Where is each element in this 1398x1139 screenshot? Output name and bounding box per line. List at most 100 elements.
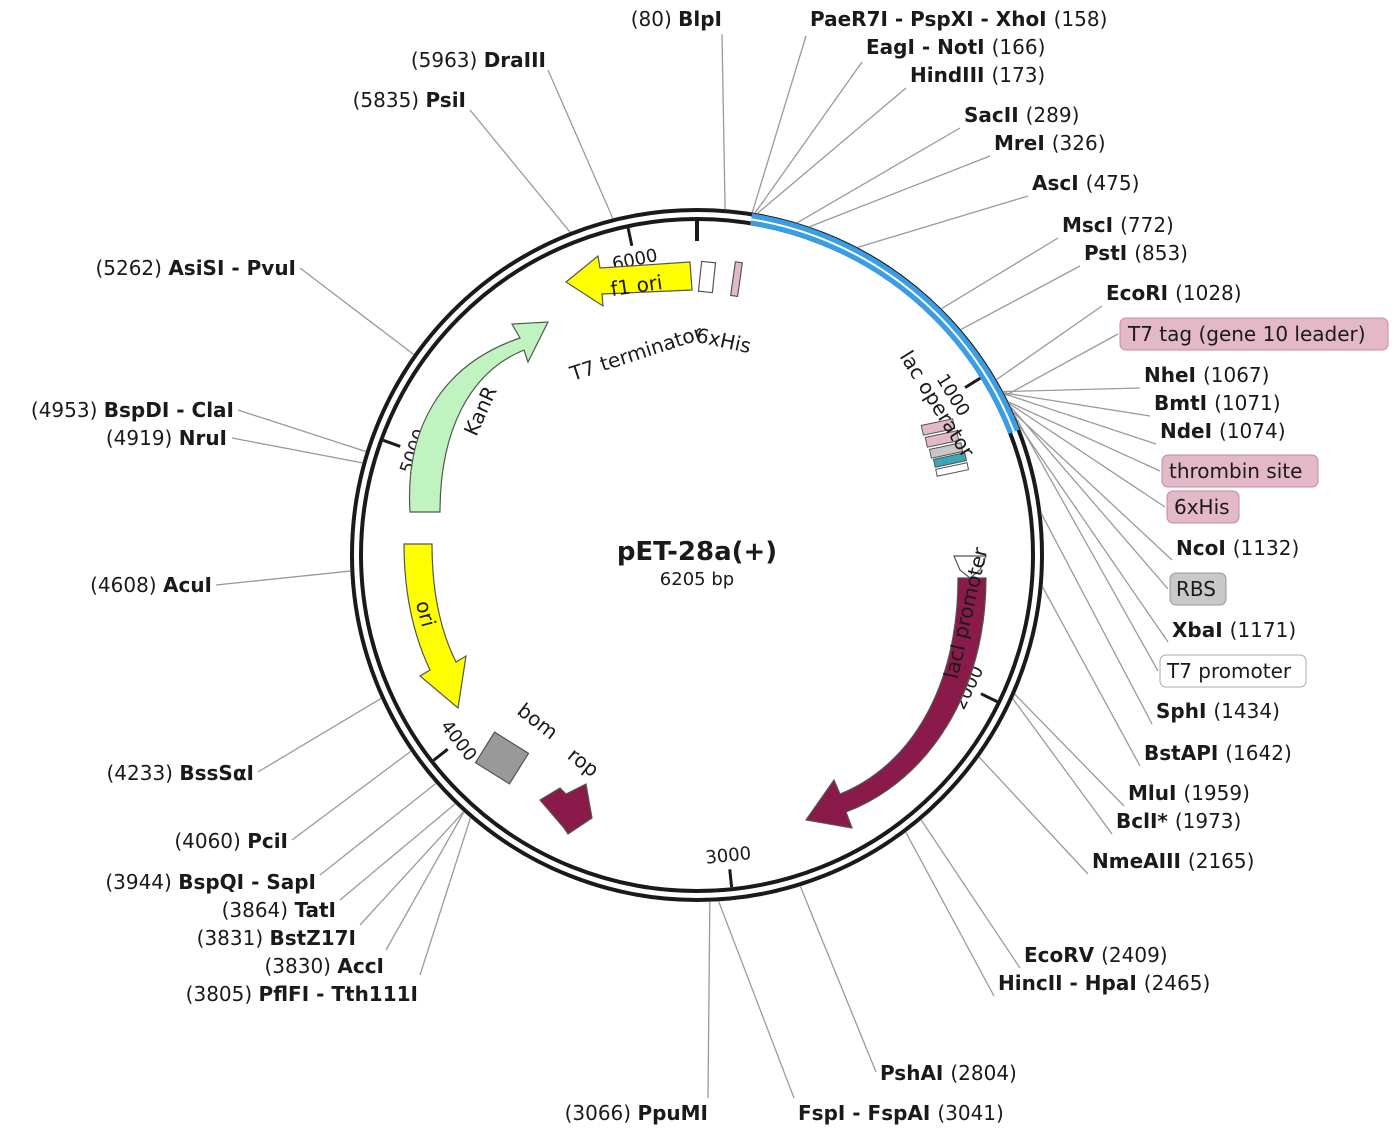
site-enzyme-name: NruI — [179, 426, 227, 450]
leader-line — [751, 35, 807, 213]
mcs-highlight-arc — [750, 213, 1020, 434]
feature-lac-operator-cluster — [920, 418, 970, 477]
site-position: (2409) — [1101, 943, 1168, 967]
leader-line — [1012, 698, 1113, 835]
site-position: (5963) — [411, 48, 484, 72]
site-enzyme-name: PflFI - Tth111I — [259, 982, 418, 1006]
site-position: (1171) — [1230, 618, 1297, 642]
site-position: (1973) — [1175, 809, 1242, 833]
site-enzyme-name: PshAI — [880, 1061, 950, 1085]
svg-text:T7 tag (gene 10 leader): T7 tag (gene 10 leader) — [1127, 322, 1366, 346]
site-label: (5262) AsiSI - PvuI — [95, 256, 296, 280]
site-position: (166) — [992, 35, 1046, 59]
site-label: NcoI (1132) — [1176, 536, 1299, 560]
site-label: (3944) BspQI - SapI — [105, 870, 316, 894]
leader-line — [215, 570, 351, 586]
leader-line — [237, 409, 367, 453]
feature-6xhis-small — [729, 261, 744, 298]
leader-line — [905, 831, 995, 997]
site-enzyme-name: BmtI — [1154, 391, 1214, 415]
site-position: (1071) — [1214, 391, 1281, 415]
site-position: (4060) — [174, 829, 247, 853]
site-label: (3805) PflFI - Tth111I — [186, 982, 418, 1006]
leader-line — [978, 756, 1089, 875]
site-label: AscI (475) — [1032, 171, 1139, 195]
leader-line — [1018, 424, 1169, 643]
svg-text:6xHis: 6xHis — [1174, 495, 1230, 519]
site-label: XbaI (1171) — [1172, 618, 1296, 642]
leader-line — [339, 803, 456, 901]
site-position: (1434) — [1213, 699, 1280, 723]
site-position: (5835) — [353, 88, 426, 112]
site-position: (1028) — [1175, 281, 1242, 305]
feature-leader-line — [1004, 333, 1119, 397]
boxed-feature-thrombin-site: thrombin site — [1161, 454, 1319, 488]
svg-text:RBS: RBS — [1176, 577, 1216, 601]
site-label: (3830) AccI — [264, 954, 384, 978]
site-position: (772) — [1120, 213, 1174, 237]
feature-t7-terminator-box — [697, 260, 717, 294]
site-label: MreI (326) — [994, 131, 1106, 155]
leader-line — [799, 886, 877, 1073]
site-enzyme-name: MreI — [994, 131, 1052, 155]
site-enzyme-name: DraIII — [484, 48, 546, 72]
feature-laci-promoter-box — [953, 555, 987, 579]
site-label: HincII - HpaI (2465) — [998, 971, 1210, 995]
boxed-feature-rbs: RBS — [1169, 572, 1227, 606]
site-label: BclI* (1973) — [1116, 809, 1241, 833]
rop-label: rop — [563, 743, 604, 782]
site-enzyme-name: PstI — [1084, 241, 1134, 265]
site-label: (3831) BstZ17I — [197, 926, 356, 950]
site-position: (853) — [1134, 241, 1188, 265]
site-position: (326) — [1052, 131, 1106, 155]
site-enzyme-name: NdeI — [1160, 419, 1219, 443]
site-position: (158) — [1054, 7, 1108, 31]
leader-line — [960, 265, 1081, 331]
leader-line — [231, 437, 363, 464]
site-enzyme-name: EcoRV — [1024, 943, 1101, 967]
site-enzyme-name: PpuMI — [637, 1101, 708, 1125]
leader-line — [319, 782, 437, 876]
site-position: (3805) — [186, 982, 259, 1006]
site-enzyme-name: BstZ17I — [270, 926, 356, 950]
site-enzyme-name: EagI - NotI — [866, 35, 992, 59]
site-position: (3041) — [937, 1101, 1004, 1125]
leader-line — [941, 237, 1059, 310]
site-position: (3066) — [565, 1101, 638, 1125]
site-label: (4060) PciI — [174, 829, 288, 853]
site-label: (4953) BspDI - ClaI — [31, 398, 234, 422]
site-label: PshAI (2804) — [880, 1061, 1017, 1085]
6xhis-label: 6xHis — [694, 323, 753, 358]
site-label: SphI (1434) — [1156, 699, 1280, 723]
site-enzyme-name: AsiSI - PvuI — [168, 256, 296, 280]
bom-label: bom — [513, 698, 563, 744]
feature-leader-line — [1008, 402, 1166, 508]
leader-line — [1041, 586, 1141, 767]
feature-laci: lacI — [804, 577, 987, 829]
site-position: (1642) — [1225, 741, 1292, 765]
tick-label-3000: 3000 — [704, 843, 752, 869]
site-position: (4233) — [106, 761, 179, 785]
leader-line — [857, 195, 1029, 248]
site-label: MluI (1959) — [1128, 781, 1250, 805]
feature-leader-line — [1008, 401, 1161, 472]
leader-line — [1012, 411, 1173, 561]
site-position: (173) — [991, 63, 1045, 87]
site-label: BstAPI (1642) — [1144, 741, 1292, 765]
feature-leader-line — [1013, 414, 1159, 672]
leader-line — [299, 267, 415, 356]
boxed-feature-6xhis: 6xHis — [1166, 490, 1240, 524]
site-enzyme-name: XbaI — [1172, 618, 1230, 642]
site-position: (475) — [1086, 171, 1140, 195]
tick-label-4000: 4000 — [436, 716, 481, 765]
leader-line — [1014, 693, 1125, 807]
site-label: PaeR7I - PspXI - XhoI (158) — [810, 7, 1107, 31]
leader-line — [754, 61, 863, 214]
site-enzyme-name: TatI — [294, 898, 336, 922]
leader-line — [920, 819, 1021, 969]
leader-line — [1003, 392, 1151, 417]
site-enzyme-name: BstAPI — [1144, 741, 1225, 765]
site-position: (3944) — [105, 870, 178, 894]
site-label: (4233) BssSαI — [106, 761, 254, 785]
